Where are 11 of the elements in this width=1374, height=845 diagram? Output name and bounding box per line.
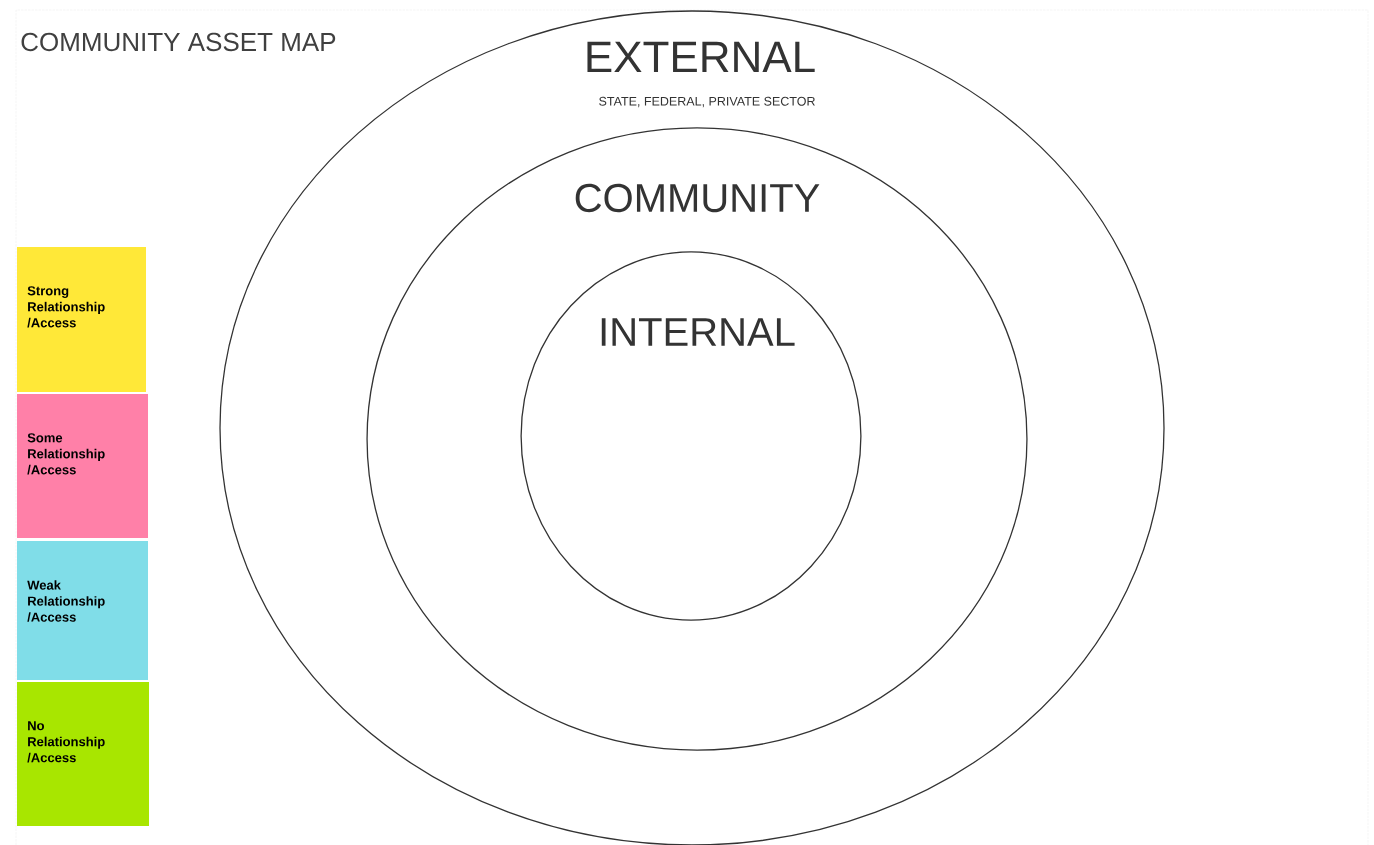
ring-ellipse [366, 127, 1028, 751]
ring-ellipse [520, 251, 862, 621]
ring-heading: INTERNAL [601, 318, 795, 346]
ring-heading: COMMUNITY [575, 183, 820, 213]
ring-heading: EXTERNAL [587, 41, 815, 73]
legend-box: Some Relationship /Access [17, 394, 148, 538]
ring-subheading: STATE, FEDERAL, PRIVATE SECTOR [599, 96, 815, 108]
legend-box: Strong Relationship /Access [17, 247, 146, 392]
title: COMMUNITY ASSET MAP [21, 32, 336, 52]
legend-box: Weak Relationship /Access [17, 541, 148, 680]
legend-box: No Relationship /Access [17, 682, 149, 826]
